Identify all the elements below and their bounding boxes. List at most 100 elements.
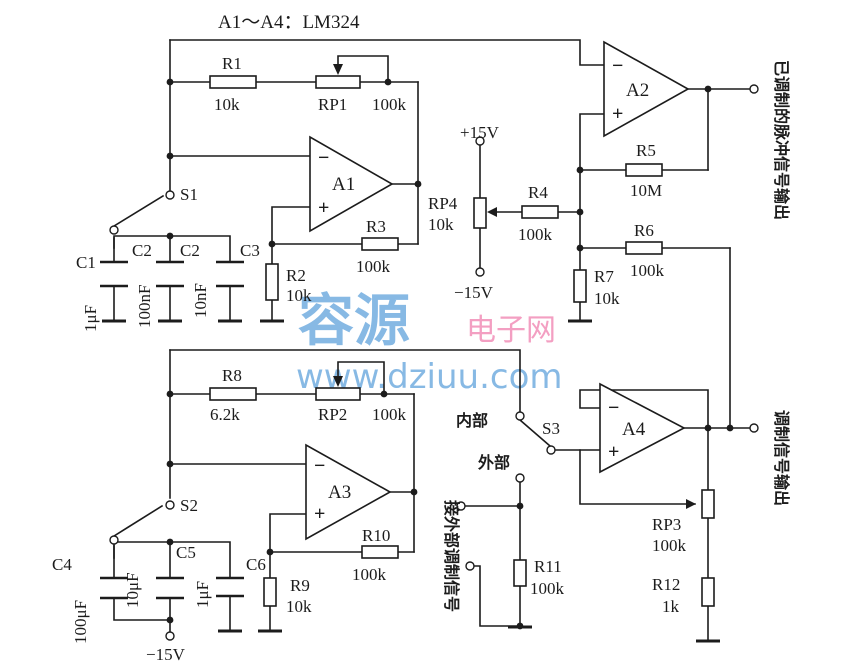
label-r6-value: 100k	[630, 261, 665, 280]
label-r2-value: 10k	[286, 286, 312, 305]
label-c3: C3	[240, 241, 260, 260]
switches	[112, 194, 552, 538]
label-r9: R9	[290, 576, 310, 595]
label-plus-15v: +15V	[460, 123, 500, 142]
label-ext-input: 接外部调制信号	[442, 500, 461, 612]
label-r7: R7	[594, 267, 614, 286]
watermark-cn: 容源	[298, 289, 410, 354]
label-r11-value: 100k	[530, 579, 565, 598]
opamp-a2-plus: +	[612, 103, 623, 125]
opamp-a3: − + A3	[305, 443, 392, 541]
opamp-a1-label: A1	[332, 174, 355, 195]
resistor-rp2	[315, 387, 361, 401]
label-rp2: RP2	[318, 405, 347, 424]
label-external: 外部	[477, 453, 510, 472]
resistor-r5	[625, 163, 663, 177]
label-r5-value: 10M	[630, 181, 662, 200]
label-rp3: RP3	[652, 515, 681, 534]
label-r3-value: 100k	[356, 257, 391, 276]
opamp-a4-plus: +	[608, 441, 619, 463]
label-output-pulse: 已调制的脉冲信号输出	[772, 60, 791, 220]
opamp-a1-minus: −	[318, 147, 329, 169]
label-output-mod: 调制信号输出	[772, 410, 791, 506]
label-c4: C4	[52, 555, 72, 574]
label-r7-value: 10k	[594, 289, 620, 308]
capacitors	[100, 260, 244, 600]
resistor-rp3	[701, 489, 715, 519]
opamp-a1: − + A1	[309, 135, 394, 233]
opamp-a3-plus: +	[314, 503, 325, 525]
resistor-r8	[209, 387, 257, 401]
watermark-sub: 电子网	[466, 313, 556, 348]
label-r2: R2	[286, 266, 306, 285]
resistor-r6	[625, 241, 663, 255]
label-minus-15v-top: −15V	[454, 283, 494, 302]
label-s3: S3	[542, 419, 560, 438]
resistor-r2	[265, 263, 279, 301]
resistor-rp1	[315, 75, 361, 89]
label-c2: C2	[132, 241, 152, 260]
resistor-r9	[263, 577, 277, 607]
label-s1: S1	[180, 185, 198, 204]
resistor-r11	[513, 559, 527, 587]
label-s2: S2	[180, 496, 198, 515]
label-r10-value: 100k	[352, 565, 387, 584]
resistor-r4	[521, 205, 559, 219]
grounds	[102, 319, 720, 643]
label-rp2-value: 100k	[372, 405, 407, 424]
label-r1-value: 10k	[214, 95, 240, 114]
label-c1: C1	[76, 253, 96, 272]
label-c1-value: 1μF	[81, 305, 100, 332]
opamp-a4-label: A4	[622, 419, 646, 440]
labels: A1～A4：LM324 R1 10k RP1 100k R2 10k R3 10…	[52, 12, 791, 663]
wires	[113, 39, 751, 641]
label-r4-value: 100k	[518, 225, 553, 244]
label-rp3-value: 100k	[652, 536, 687, 555]
label-c2-value: 100nF	[135, 285, 154, 328]
terminals	[109, 84, 759, 641]
label-rp4-value: 10k	[428, 215, 454, 234]
label-rp4: RP4	[428, 194, 458, 213]
label-c4-value: 100μF	[71, 600, 90, 644]
opamp-a3-minus: −	[314, 455, 325, 477]
label-r6: R6	[634, 221, 654, 240]
resistor-r12	[701, 577, 715, 607]
opamp-a4-minus: −	[608, 397, 619, 419]
label-r4: R4	[528, 183, 548, 202]
label-c5: C5	[176, 543, 196, 562]
label-r12: R12	[652, 575, 680, 594]
label-c6: C6	[246, 555, 266, 574]
resistor-r10	[361, 545, 399, 559]
opamp-a2-label: A2	[626, 80, 649, 101]
label-r11: R11	[534, 557, 562, 576]
opamp-a3-label: A3	[328, 482, 351, 503]
label-r9-value: 10k	[286, 597, 312, 616]
resistor-r1	[209, 75, 257, 89]
resistor-r3	[361, 237, 399, 251]
label-rp1: RP1	[318, 95, 347, 114]
label-r8-value: 6.2k	[210, 405, 240, 424]
label-minus-15v-bottom: −15V	[146, 645, 186, 663]
opamp-a2: − + A2	[603, 40, 690, 138]
label-r12-value: 1k	[662, 597, 680, 616]
resistor-r7	[573, 269, 587, 303]
label-internal: 内部	[456, 411, 488, 430]
label-r5: R5	[636, 141, 656, 160]
label-rp1-value: 100k	[372, 95, 407, 114]
resistors	[209, 64, 715, 607]
label-r1: R1	[222, 54, 242, 73]
label-c5-value: 10μF	[123, 572, 142, 608]
junctions	[166, 78, 734, 630]
opamp-a1-plus: +	[318, 197, 329, 219]
label-r3: R3	[366, 217, 386, 236]
resistor-rp4	[473, 197, 487, 229]
label-c2b-value: 10nF	[191, 283, 210, 318]
chip-note: A1～A4：LM324	[218, 12, 360, 33]
label-c2b: C2	[180, 241, 200, 260]
opamp-a4: − + A4	[599, 382, 686, 474]
label-c5b-value: 1μF	[193, 581, 212, 608]
label-r10: R10	[362, 526, 390, 545]
label-r8: R8	[222, 366, 242, 385]
opamp-a2-minus: −	[612, 55, 623, 77]
